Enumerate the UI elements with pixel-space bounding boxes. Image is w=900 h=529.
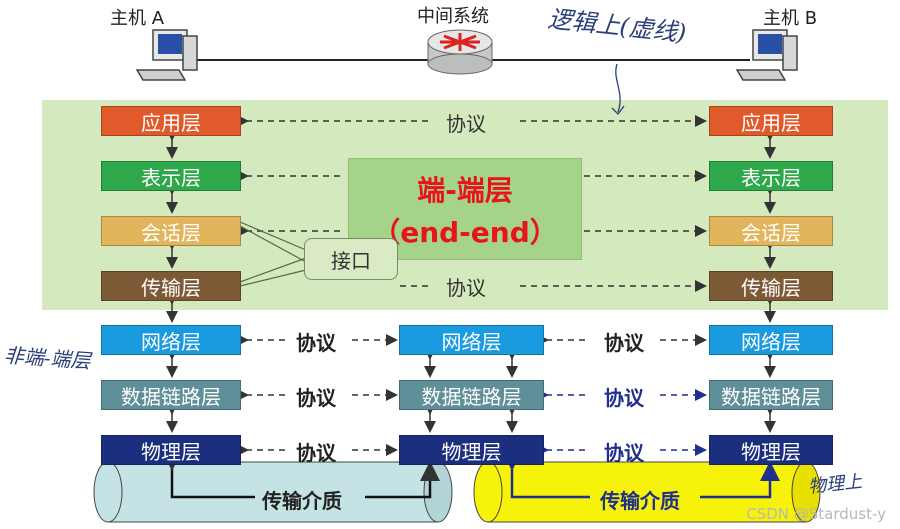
host-b-network-layer: 网络层 [709, 325, 833, 355]
host-b-transport-layer: 传输层 [709, 271, 833, 301]
host-a-label: 主机 A [110, 8, 165, 29]
middle-system-label: 中间系统 [417, 6, 489, 27]
host-a-physical-layer: 物理层 [101, 435, 241, 465]
host-a-datalink-layer: 数据链路层 [101, 380, 241, 410]
lower-protocol-lines-right-blue [537, 389, 707, 456]
end-end-protocol-lines [237, 115, 707, 292]
router-icon [427, 29, 493, 75]
host-b-physical-layer: 物理层 [709, 435, 833, 465]
host-b-application-layer: 应用层 [709, 106, 833, 136]
host-b-datalink-layer: 数据链路层 [709, 380, 833, 410]
interface-callout: 接口 [304, 238, 398, 280]
computer-b-icon [735, 29, 798, 81]
protocol-label-physical-left: 协议 [296, 441, 336, 465]
middle-vertical-arrows [424, 348, 518, 433]
host-a-session-layer: 会话层 [101, 216, 241, 246]
hand-pointer-stroke [615, 63, 621, 113]
medium-right-cylinder [473, 461, 821, 523]
host-a-network-layer: 网络层 [101, 325, 241, 355]
interface-pointer-lines [239, 221, 307, 287]
computer-a-icon [135, 29, 198, 81]
medium-paths-right [502, 451, 780, 499]
hand-arrowhead-stroke [611, 105, 625, 115]
host-b-label: 主机 B [763, 8, 818, 29]
host-a-transport-layer: 传输层 [101, 271, 241, 301]
medium-label-right: 传输介质 [600, 489, 680, 513]
middle-network-layer: 网络层 [399, 325, 544, 355]
annotation-non-end-end: 非端-端层 [3, 342, 92, 373]
medium-paths-left [162, 451, 440, 499]
host-a-application-layer: 应用层 [101, 106, 241, 136]
middle-datalink-layer: 数据链路层 [399, 380, 544, 410]
protocol-label-datalink-left: 协议 [296, 386, 336, 410]
protocol-label-application: 协议 [446, 112, 486, 136]
medium-label-left: 传输介质 [262, 489, 342, 513]
end-end-title: 端-端层 [417, 174, 513, 207]
lower-protocol-lines-left [237, 334, 398, 456]
middle-physical-layer: 物理层 [399, 435, 544, 465]
host-a-presentation-layer: 表示层 [101, 161, 241, 191]
protocol-label-physical-right: 协议 [604, 441, 644, 465]
watermark: CSDN @Stardust-y [746, 505, 886, 523]
protocol-label-datalink-right: 协议 [604, 386, 644, 410]
host-b-session-layer: 会话层 [709, 216, 833, 246]
medium-left-cylinder [93, 461, 453, 523]
protocol-label-network-right: 协议 [604, 331, 644, 355]
protocol-label-network-left: 协议 [296, 331, 336, 355]
end-end-subtitle: （end-end） [372, 216, 558, 249]
protocol-label-transport: 协议 [446, 276, 486, 300]
host-b-presentation-layer: 表示层 [709, 161, 833, 191]
